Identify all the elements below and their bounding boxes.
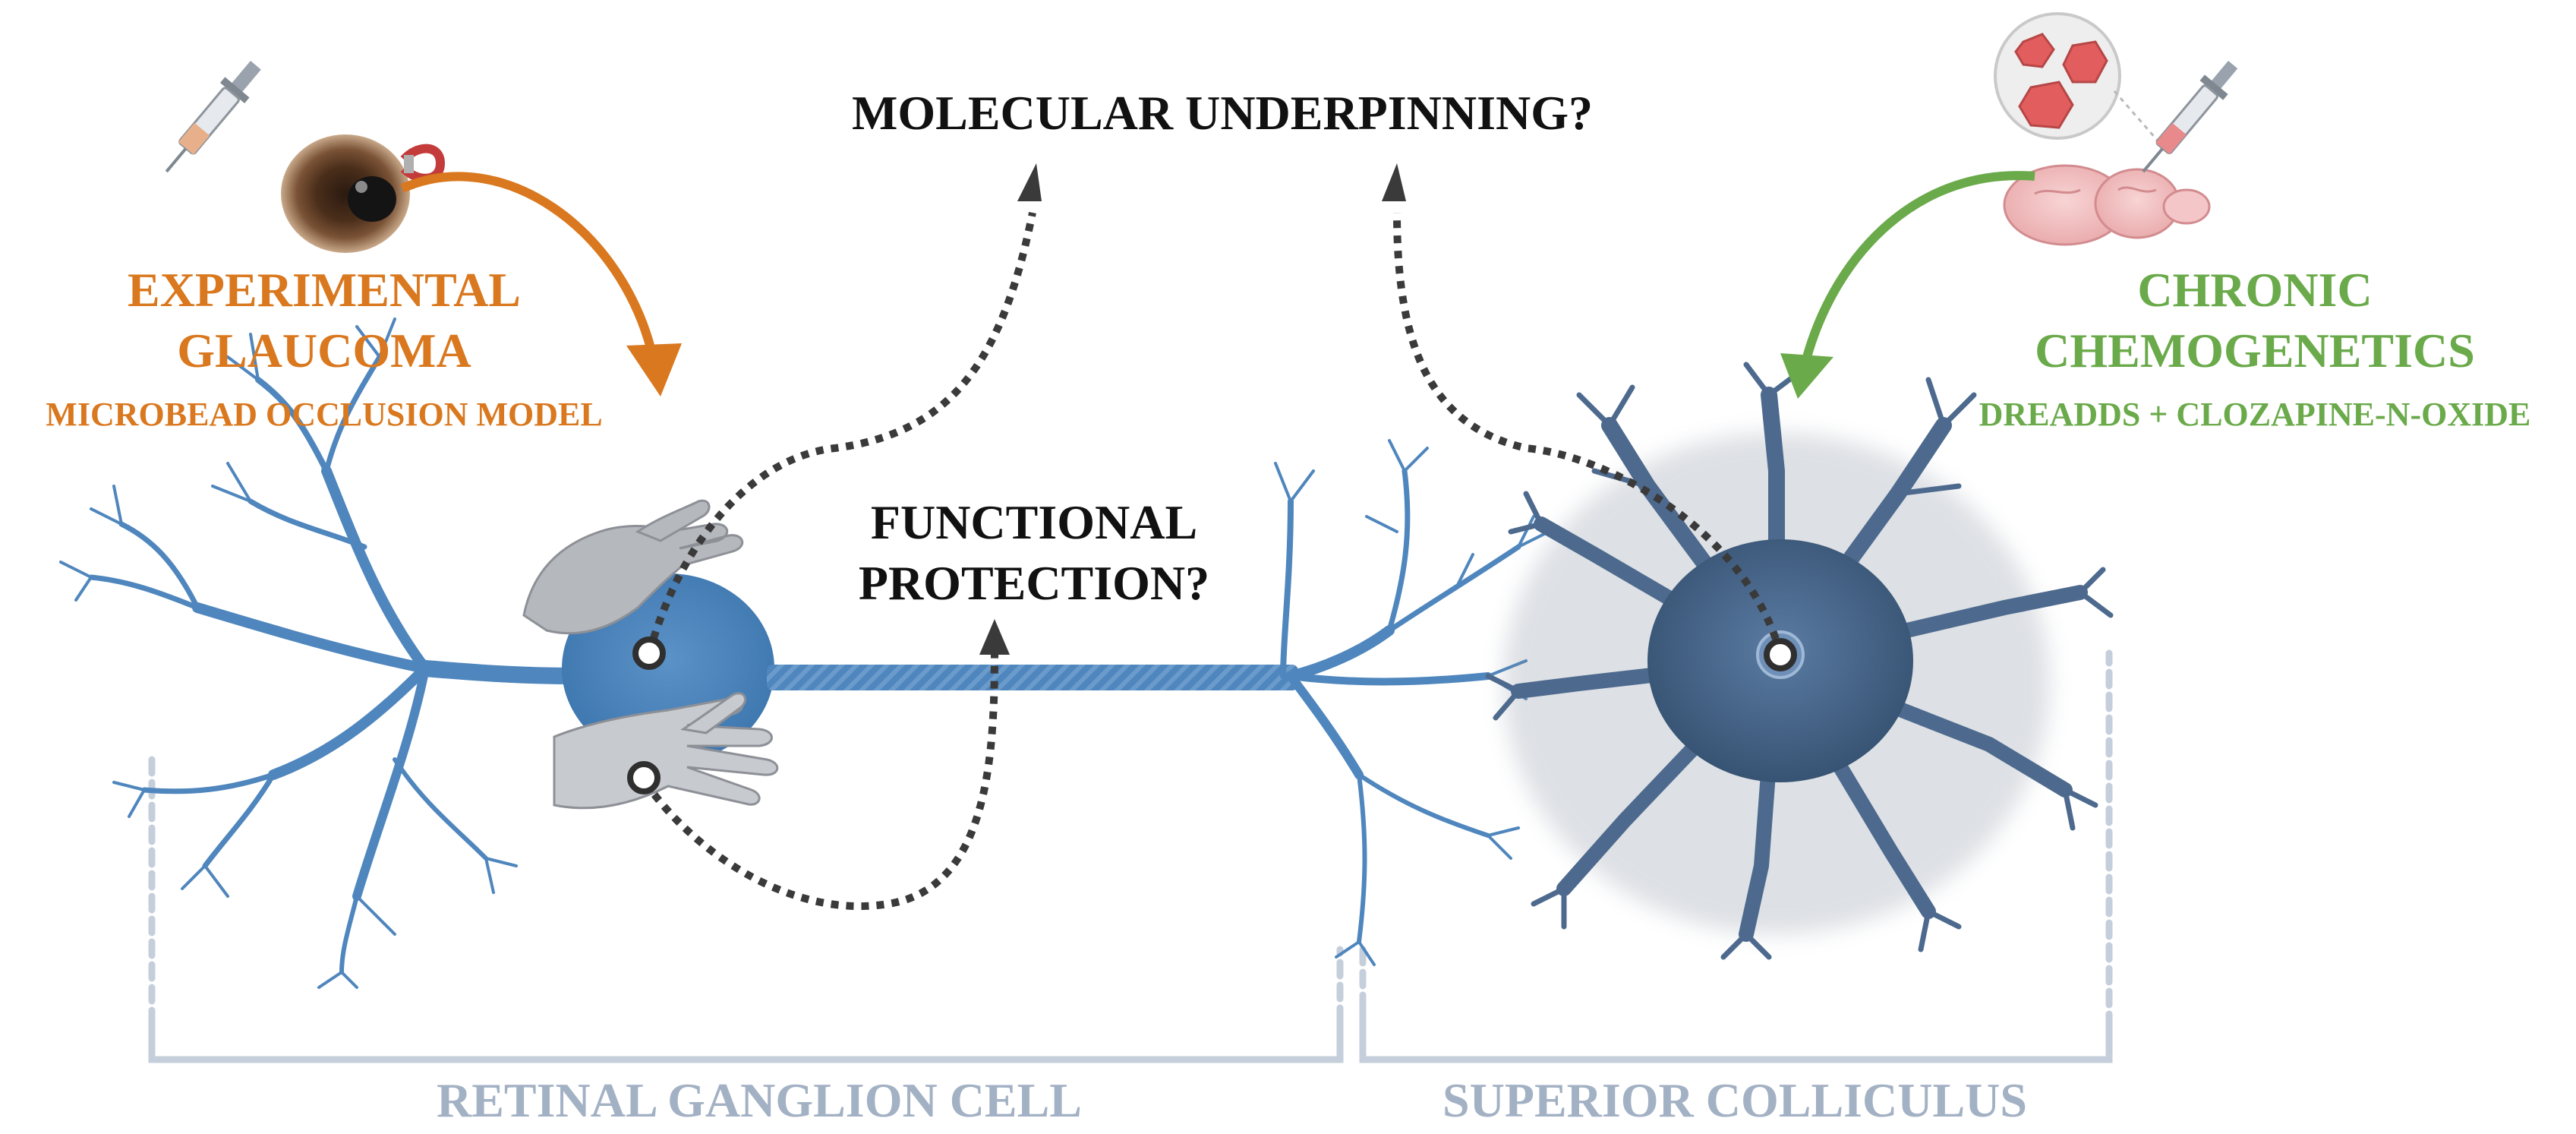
right-title-line-2: CHEMOGENETICS [2035,324,2475,377]
target-markers [627,636,1797,794]
left-intervention-subtitle: MICROBEAD OCCLUSION MODEL [46,396,603,433]
rgc-axon-terminals [1274,439,1550,966]
hand-to-functional-arrow [642,652,998,911]
right-intervention-icons [1780,12,2238,399]
syringe-icon [2142,61,2238,173]
rgc-region-label: RETINAL GANGLION CELL [437,1073,1082,1127]
right-title-line-1: CHRONIC [2137,263,2373,317]
chemogenetics-arrow [1802,171,2035,359]
right-intervention-title: CHRONIC CHEMOGENETICS [2035,260,2475,381]
syringe-icon [165,61,261,173]
glaucoma-arrow [400,172,657,359]
functional-question-line-2: PROTECTION? [858,556,1210,610]
lower-hand [553,692,779,810]
sc-neuron [1485,362,2114,960]
sc-region-label: SUPERIOR COLLICULUS [1442,1073,2027,1127]
question-arrows [642,212,1784,911]
arrowheads [979,163,1406,655]
virus-particle-icon [2014,33,2108,129]
functional-question: FUNCTIONAL PROTECTION? [859,492,1209,614]
rgc-dendrites [59,317,585,989]
left-title-line-1: EXPERIMENTAL [128,263,521,317]
left-title-line-2: GLAUCOMA [177,324,471,377]
region-brackets [148,649,2113,1063]
functional-question-line-1: FUNCTIONAL [870,495,1198,549]
left-intervention-icons [165,61,682,396]
eye-icon [281,134,410,253]
upper-hand [522,499,743,635]
right-intervention-subtitle: DREADDS + CLOZAPINE-N-OXIDE [1979,396,2531,433]
brain-icon [2003,164,2211,246]
molecular-question: MOLECULAR UNDERPINNING? [851,86,1594,140]
protecting-hands [522,499,779,810]
rgc-to-molecular-arrow [645,212,1036,655]
left-intervention-title: EXPERIMENTAL GLAUCOMA [128,260,521,381]
rgc-axon [767,665,1298,690]
magnet-icon [400,144,446,183]
